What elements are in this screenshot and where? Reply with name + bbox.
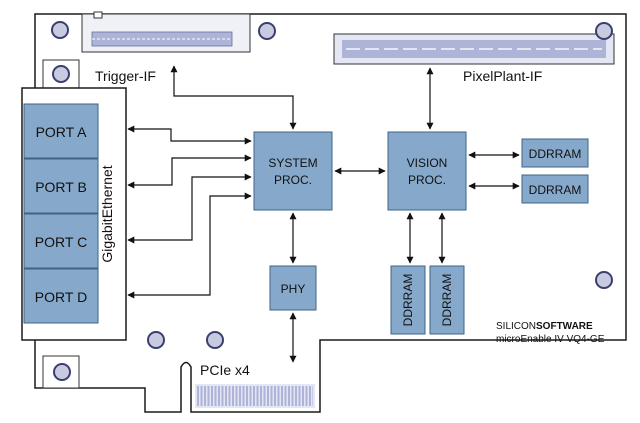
ddrram-label: DDRRAM — [401, 274, 415, 327]
vision-proc-block: VISION PROC. — [387, 131, 467, 211]
phy-label: PHY — [281, 282, 306, 296]
vision-proc-label-line2: PROC. — [408, 173, 446, 187]
mounting-hole — [53, 363, 71, 381]
trigger-if-label: Trigger-IF — [95, 68, 156, 84]
connection-arrows — [127, 65, 520, 363]
ddrram-vertical-right: DDRRAM — [429, 265, 465, 335]
system-proc-label-line2: PROC. — [274, 173, 312, 187]
pixelplant-if-label: PixelPlant-IF — [463, 68, 542, 84]
brand-label: SILICONSOFTWARE — [496, 321, 593, 332]
port-b-label: PORT B — [35, 179, 87, 195]
mounting-hole — [52, 65, 70, 83]
pcie-edge-connector — [195, 384, 315, 408]
port-c-label: PORT C — [35, 234, 87, 250]
mounting-hole — [206, 331, 224, 349]
mounting-hole — [595, 271, 613, 289]
port-b-block — [23, 158, 99, 214]
mounting-holes — [42, 21, 613, 389]
port-d-block — [23, 268, 99, 324]
pcie-label: PCIe x4 — [200, 362, 250, 378]
trigger-if-connector — [81, 11, 251, 53]
arrow-trigger-system — [170, 65, 297, 130]
arrow-port-d — [127, 192, 252, 299]
ddrram-vertical-left: DDRRAM — [390, 265, 426, 335]
arrow-port-a — [127, 125, 252, 145]
mounting-hole — [595, 22, 613, 40]
pixelplant-if-connector — [333, 33, 615, 65]
ddrram-right-top: DDRRAM — [521, 138, 589, 168]
ddrram-label: DDRRAM — [440, 274, 454, 327]
port-d-label: PORT D — [35, 289, 87, 305]
brand-bold: SOFTWARE — [536, 321, 593, 332]
gigabit-ethernet-label: GigabitEthernet — [99, 165, 115, 262]
system-proc-label-line1: SYSTEM — [268, 156, 317, 170]
ethernet-ports: PORT A PORT B PORT C PORT D — [23, 103, 99, 324]
port-a-block — [23, 103, 99, 159]
ddrram-right-bottom: DDRRAM — [521, 174, 589, 204]
brand-regular: SILICON — [496, 321, 536, 332]
ddrram-label: DDRRAM — [529, 183, 582, 197]
mounting-hole — [147, 331, 165, 349]
ddrram-label: DDRRAM — [529, 147, 582, 161]
port-a-label: PORT A — [36, 124, 88, 140]
system-proc-block: SYSTEM PROC. — [253, 131, 333, 211]
vision-proc-label-line1: VISION — [407, 156, 448, 170]
model-label: microEnable IV VQ4-GE — [496, 334, 605, 345]
mounting-hole — [258, 22, 276, 40]
port-c-block — [23, 213, 99, 269]
mounting-hole — [51, 21, 69, 39]
phy-block: PHY — [269, 265, 317, 311]
